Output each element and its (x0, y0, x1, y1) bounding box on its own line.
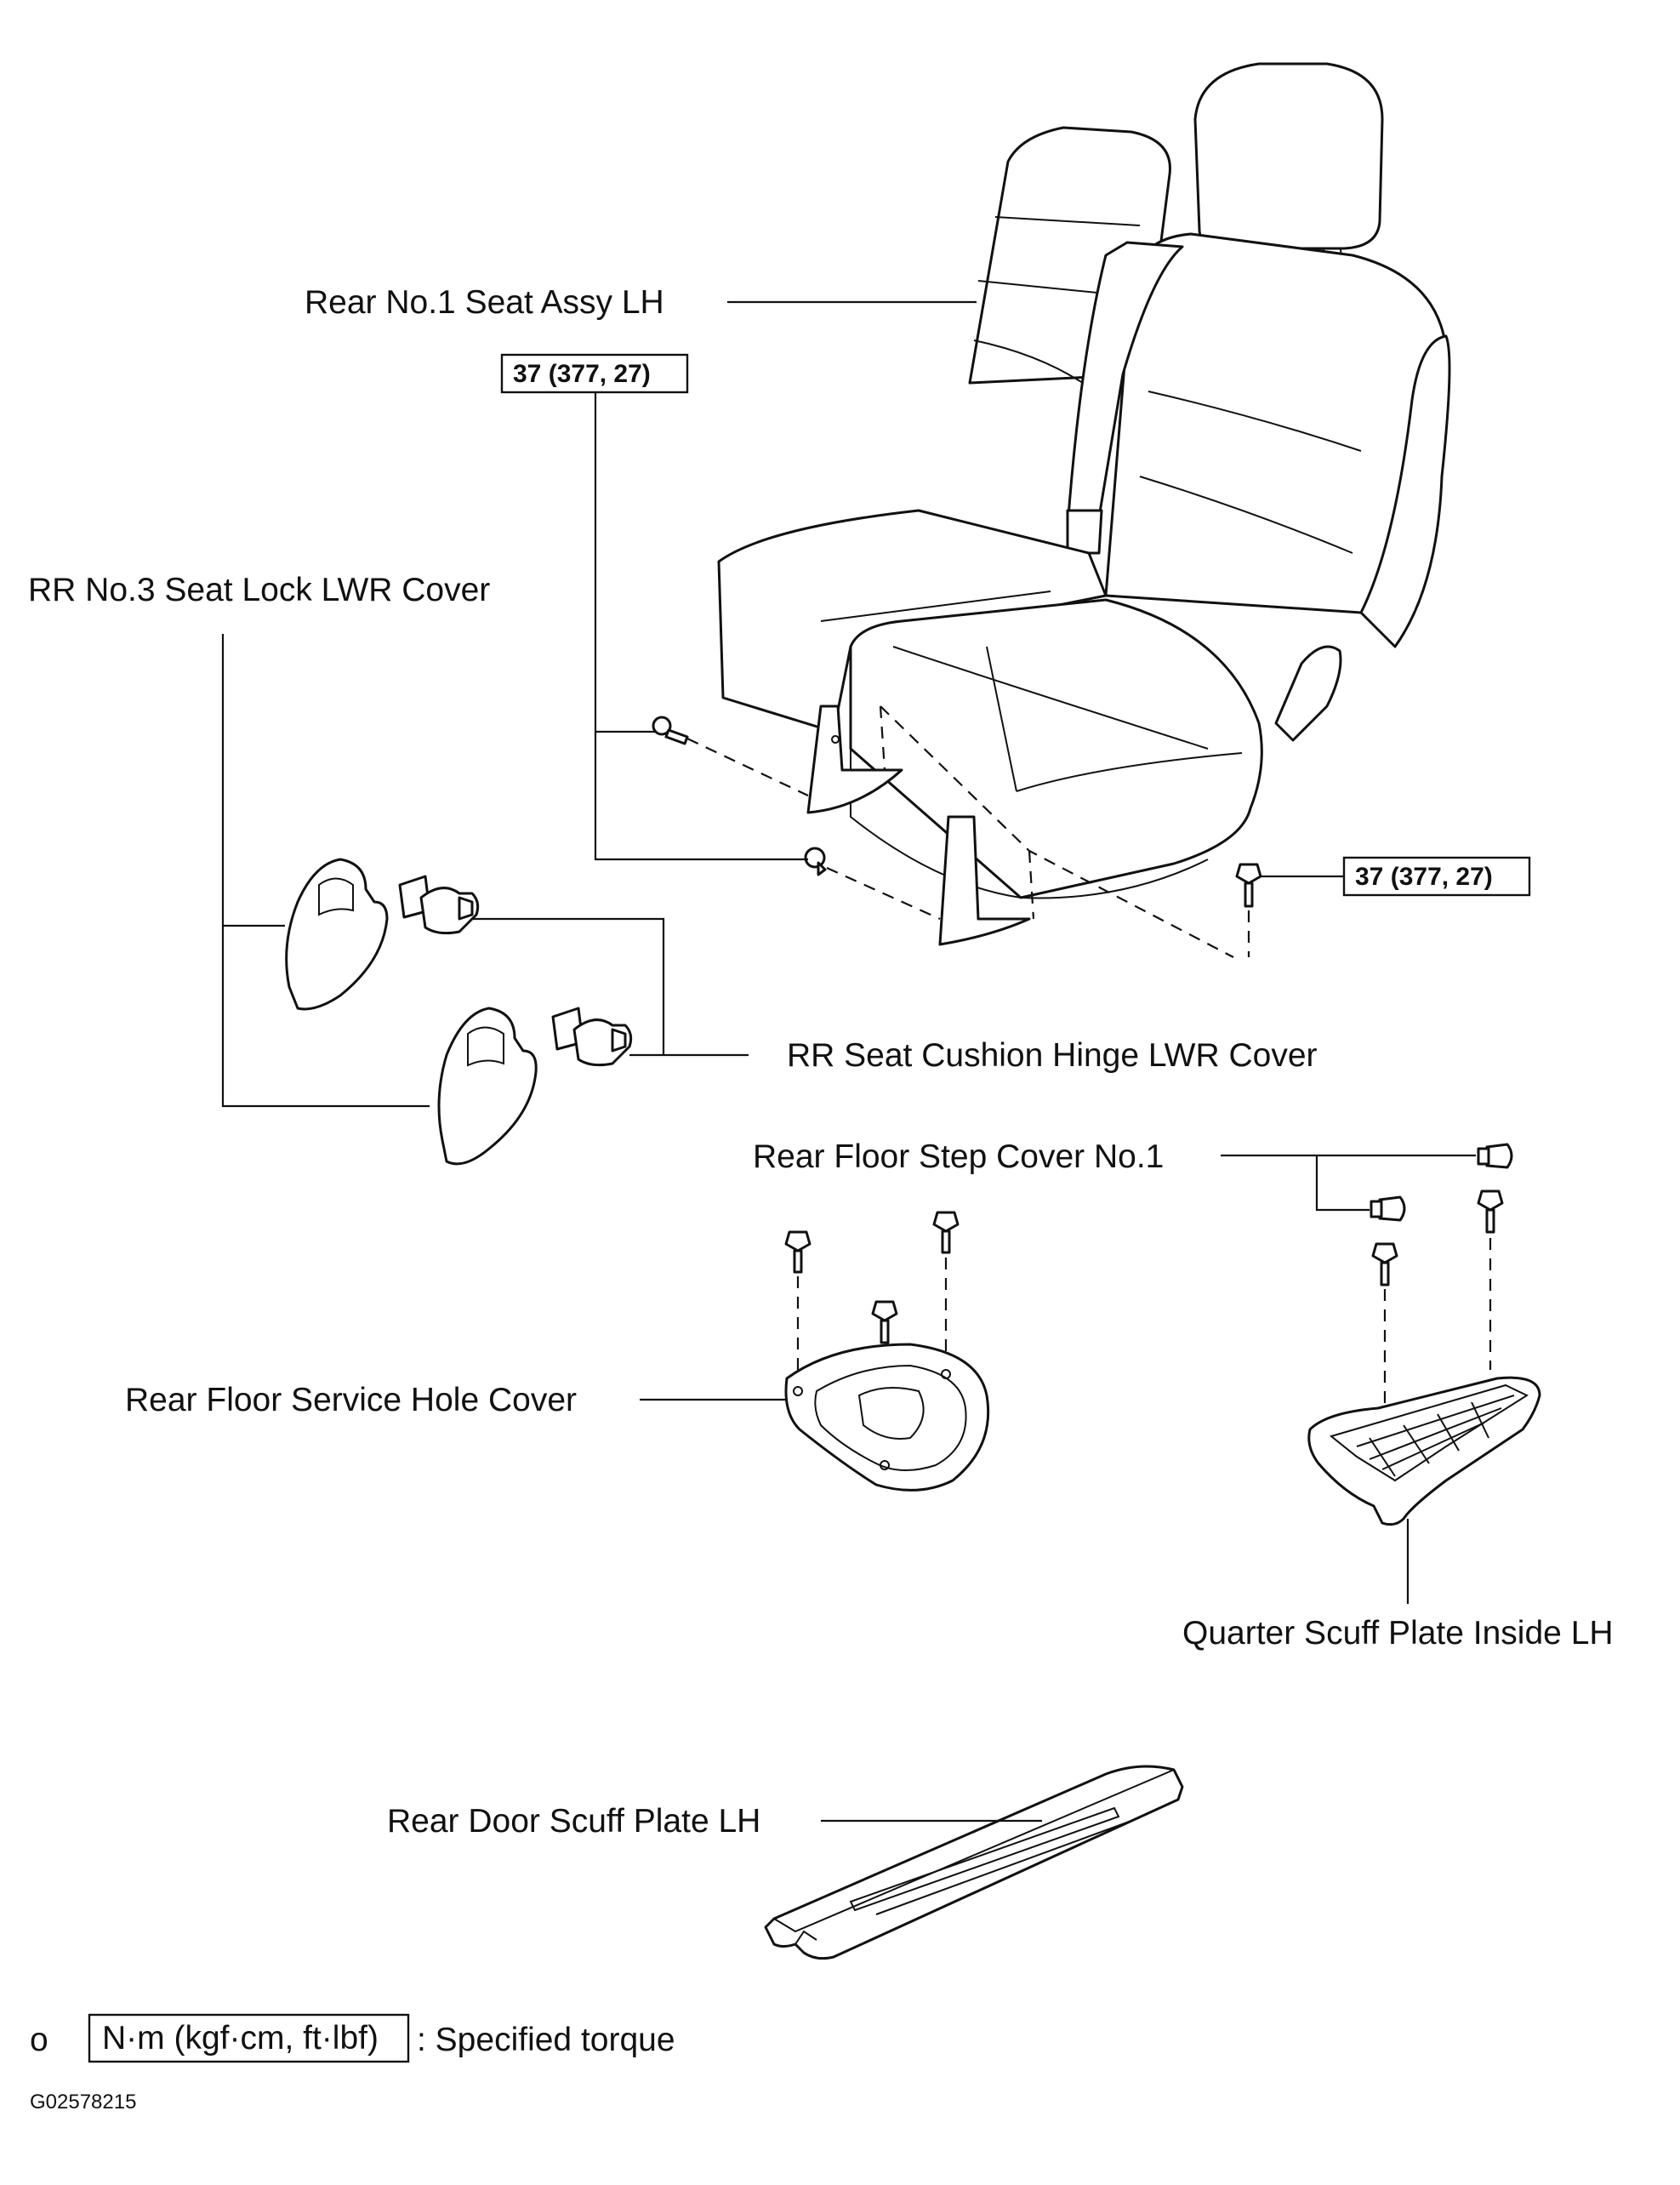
step-cover-clip-upper (1477, 1143, 1513, 1169)
service-hole-bolts (784, 1211, 960, 1463)
label-door-scuff: Rear Door Scuff Plate LH (387, 1803, 760, 1840)
torque-callout-left: 37 (377, 27) (500, 353, 808, 861)
label-hinge-cover: RR Seat Cushion Hinge LWR Cover (787, 1037, 1318, 1074)
seat-bolt-lower (804, 847, 827, 876)
label-rear-seat-assy: Rear No.1 Seat Assy LH (305, 284, 664, 321)
torque-value-left: 37 (377, 27) (513, 360, 651, 388)
seat-bolt-upper (652, 716, 689, 745)
seat-bolt-right (1235, 863, 1262, 908)
seat-lock-cover-lower (437, 1007, 538, 1166)
leader-step-cover (1221, 1154, 1476, 1212)
torque-legend: o N·m (kgf·cm, ft·lbf) : Specified torqu… (30, 2013, 675, 2063)
legend-marker: o (30, 2022, 48, 2058)
figure-code: G02578215 (30, 2091, 136, 2114)
label-seat-lock-cover: RR No.3 Seat Lock LWR Cover (28, 572, 490, 608)
rear-seat-assy-illustration (717, 62, 1451, 958)
legend-unit: N·m (kgf·cm, ft·lbf) (102, 2020, 379, 2057)
label-quarter-scuff: Quarter Scuff Plate Inside LH (1182, 1615, 1614, 1652)
service-hole-cover (784, 1343, 990, 1492)
torque-value-right: 37 (377, 27) (1355, 863, 1493, 891)
seat-bolts (652, 716, 1262, 957)
leader-hinge-cover (472, 917, 749, 1057)
hinge-cover-upper (398, 875, 480, 935)
hinge-cover-lower (551, 1007, 633, 1067)
torque-callout-right: 37 (377, 27) (1261, 856, 1531, 897)
label-step-cover: Rear Floor Step Cover No.1 (753, 1138, 1164, 1175)
legend-text: : Specified torque (417, 2022, 675, 2058)
leader-seat-lock-cover (221, 634, 430, 1108)
seat-lock-cover-upper (285, 858, 389, 1011)
step-cover-clip-lower (1370, 1195, 1406, 1222)
door-scuff-plate (764, 1765, 1184, 1960)
quarter-scuff-bolts (1371, 1189, 1504, 1425)
quarter-scuff-plate (1307, 1376, 1541, 1526)
label-service-hole-cover: Rear Floor Service Hole Cover (125, 1382, 577, 1418)
